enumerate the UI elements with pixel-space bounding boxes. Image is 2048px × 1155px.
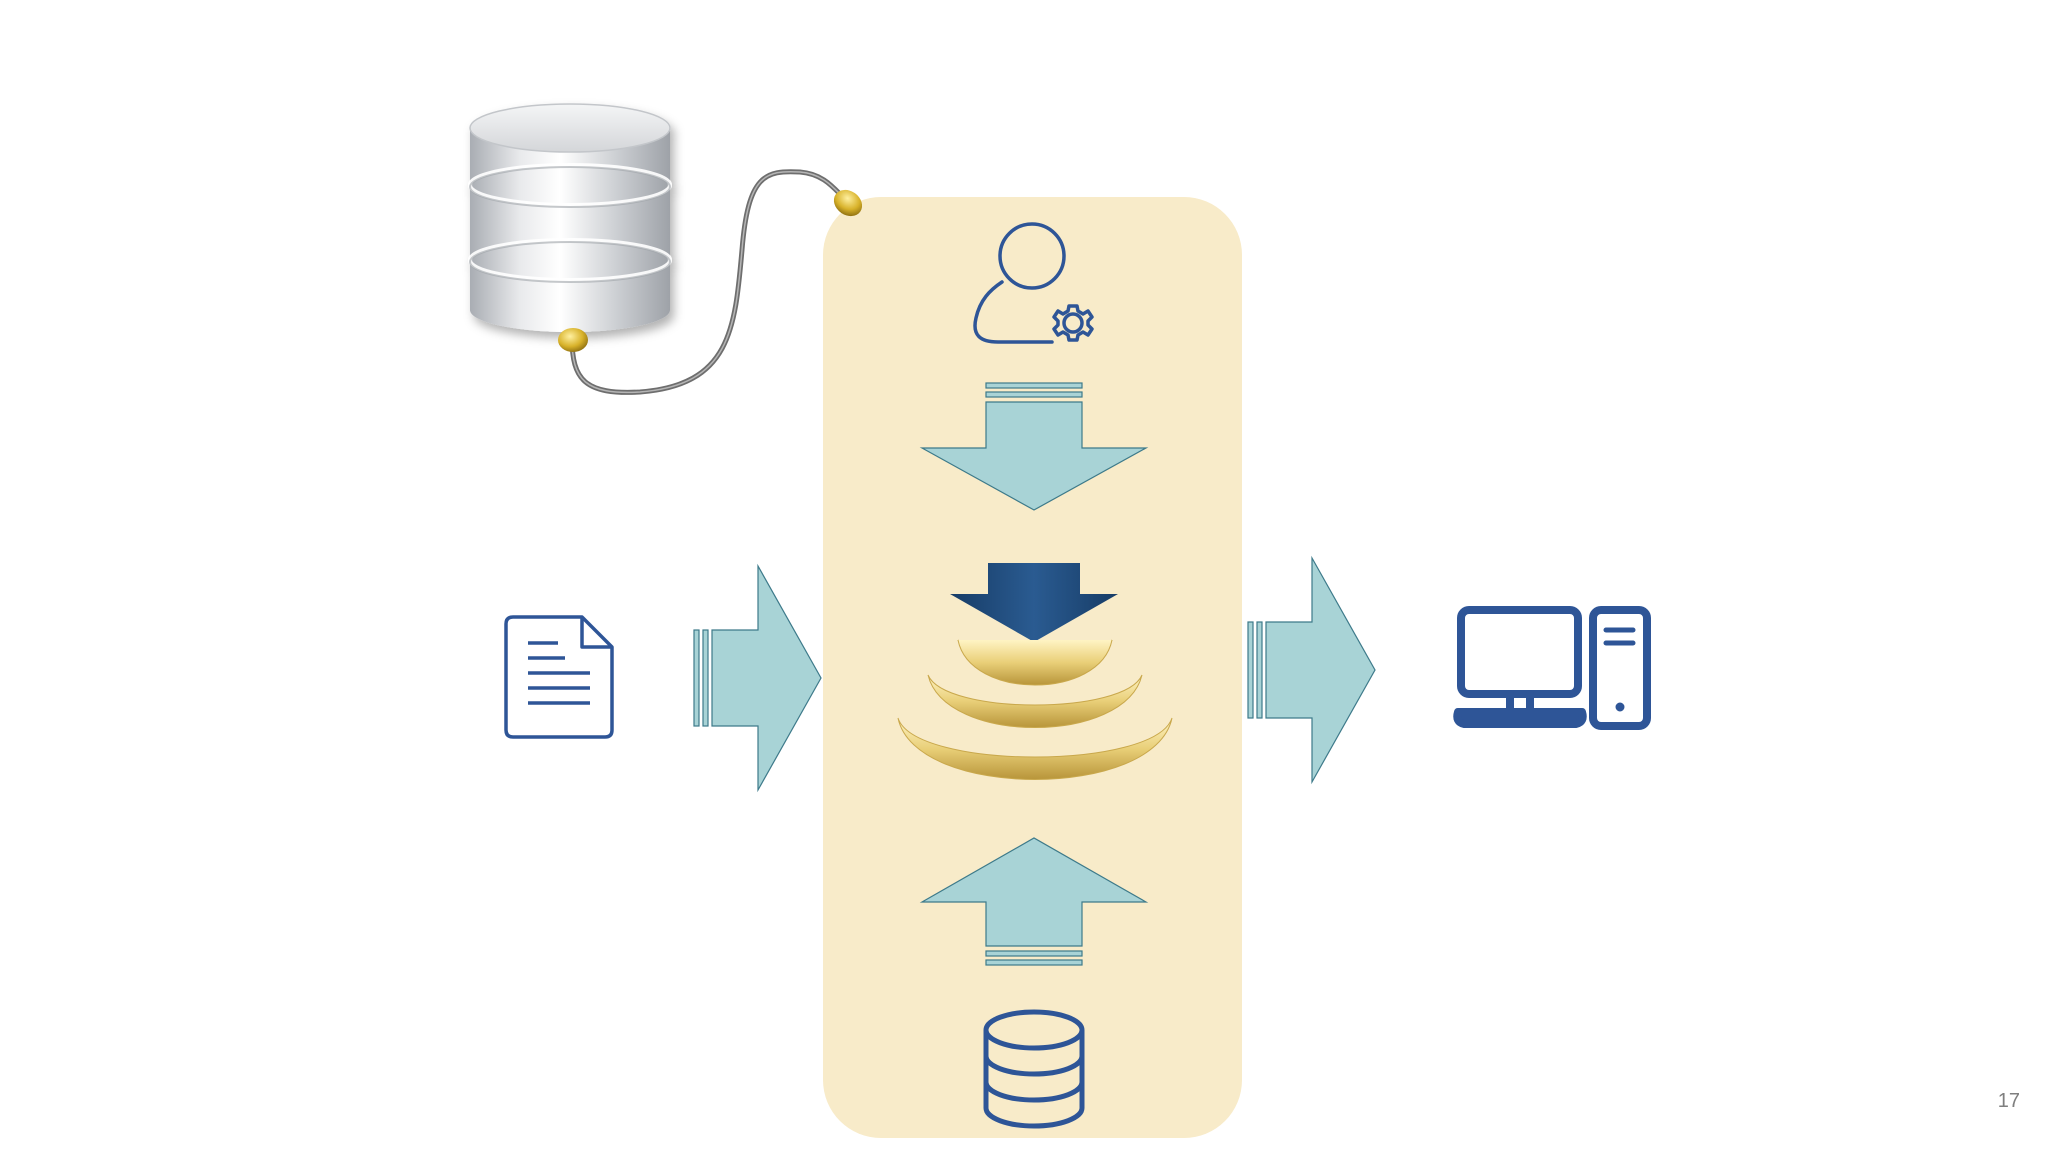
cable-icon <box>558 169 863 395</box>
arrow-up <box>919 837 1149 966</box>
page-number: 17 <box>1997 1090 2020 1112</box>
desktop-computer-icon <box>1453 606 1651 730</box>
user-gear-icon <box>973 222 1094 344</box>
database-icon <box>983 1009 1085 1129</box>
arrow-right-out <box>1247 555 1376 785</box>
database-cylinder-icon <box>468 103 672 332</box>
document-icon <box>504 615 614 739</box>
arrow-right-in <box>693 563 822 793</box>
download-waves-icon <box>897 563 1173 780</box>
arrow-down <box>919 382 1149 511</box>
